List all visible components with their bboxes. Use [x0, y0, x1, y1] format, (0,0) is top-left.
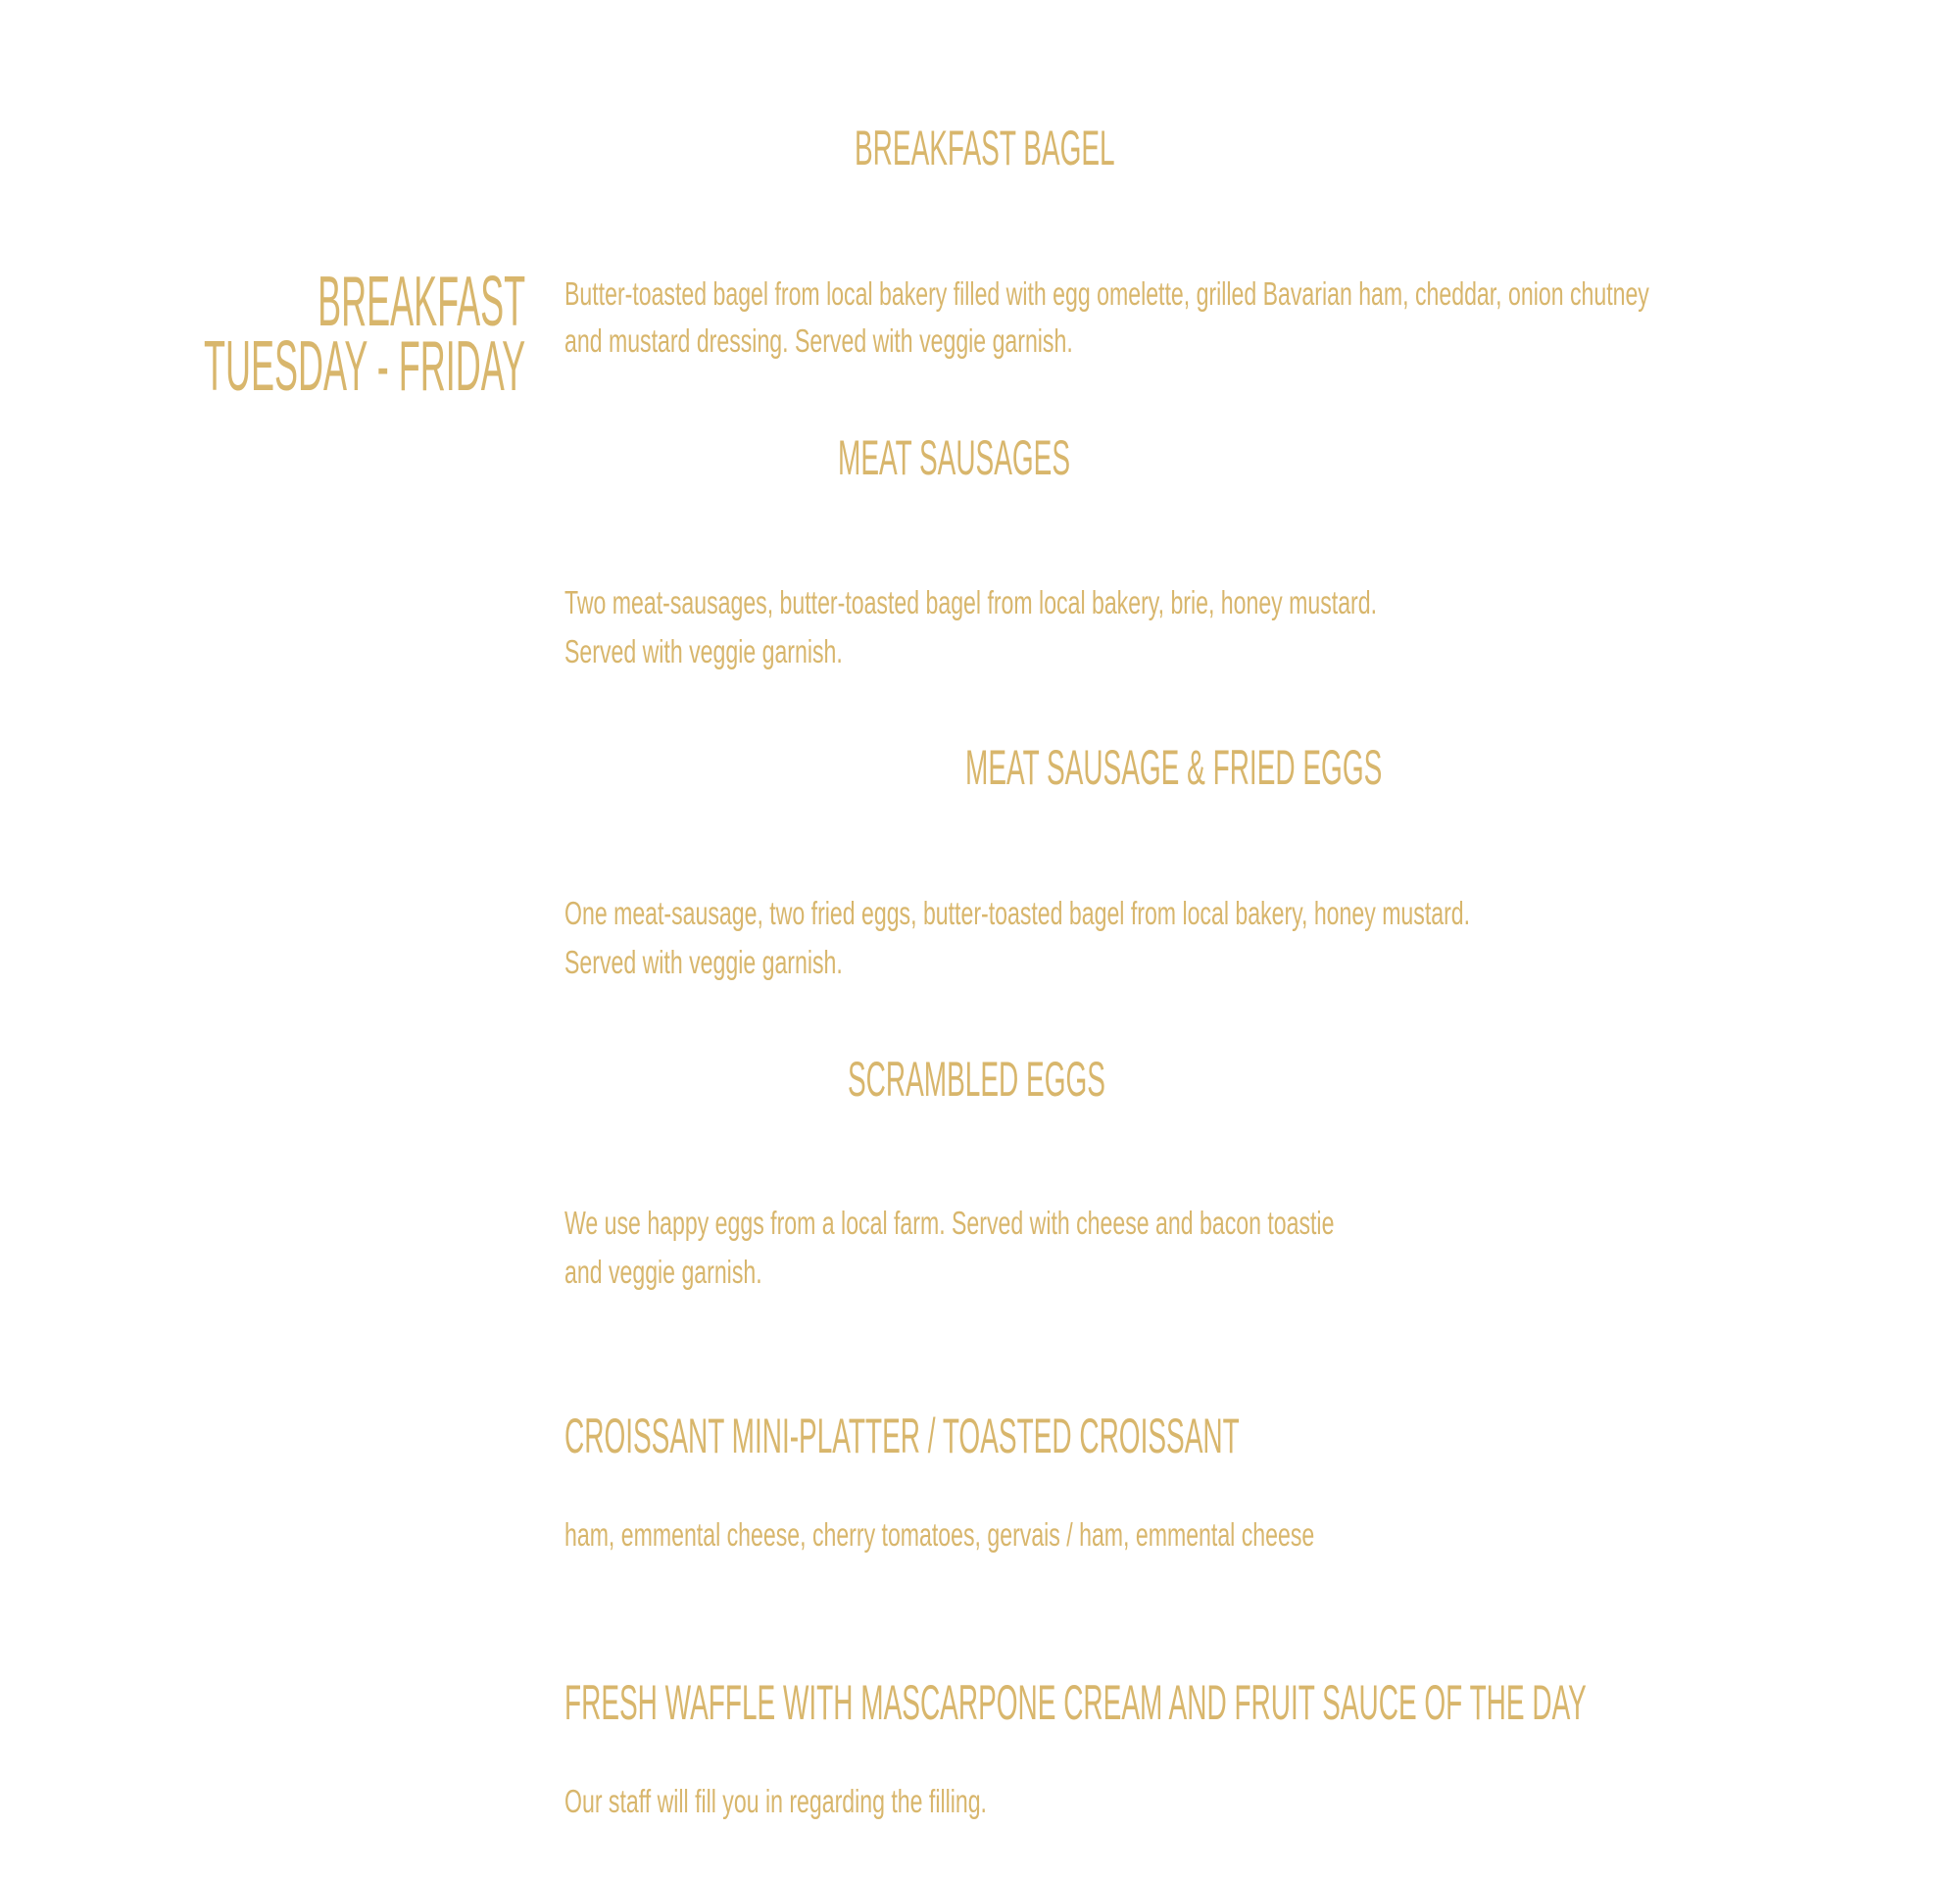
menu-item-name: CROISSANT MINI-PLATTER / TOASTED CROISSA…: [564, 1408, 1240, 1463]
menu-item-description: One meat-sausage, two fried eggs, butter…: [564, 895, 1471, 931]
menu-item-name: FRESH WAFFLE WITH MASCARPONE CREAM AND F…: [564, 1675, 1587, 1730]
menu-item-description: Two meat-sausages, butter-toasted bagel …: [564, 584, 1378, 620]
menu-item-description: Butter-toasted bagel from local bakery f…: [564, 275, 1649, 312]
menu-item-description: and mustard dressing. Served with veggie…: [564, 322, 1073, 359]
section-subtitle: TUESDAY - FRIDAY: [203, 327, 525, 406]
menu-item-description: Our staff will fill you in regarding the…: [564, 1783, 987, 1819]
menu-item-description: We use happy eggs from a local farm. Ser…: [564, 1205, 1335, 1241]
menu-item-description: and veggie garnish.: [564, 1254, 762, 1290]
menu-item-description: ham, emmental cheese, cherry tomatoes, g…: [564, 1516, 1315, 1553]
menu-item-name: BREAKFAST BAGEL: [855, 121, 1115, 175]
menu-item-name: MEAT SAUSAGE & FRIED EGGS: [965, 740, 1383, 795]
menu-item-name: MEAT SAUSAGES: [838, 430, 1071, 485]
menu-item-name: SCRAMBLED EGGS: [848, 1052, 1105, 1107]
menu-item-description: Served with veggie garnish.: [564, 944, 843, 980]
section-title: BREAKFAST: [317, 263, 525, 341]
menu-item-description: Served with veggie garnish.: [564, 633, 843, 669]
